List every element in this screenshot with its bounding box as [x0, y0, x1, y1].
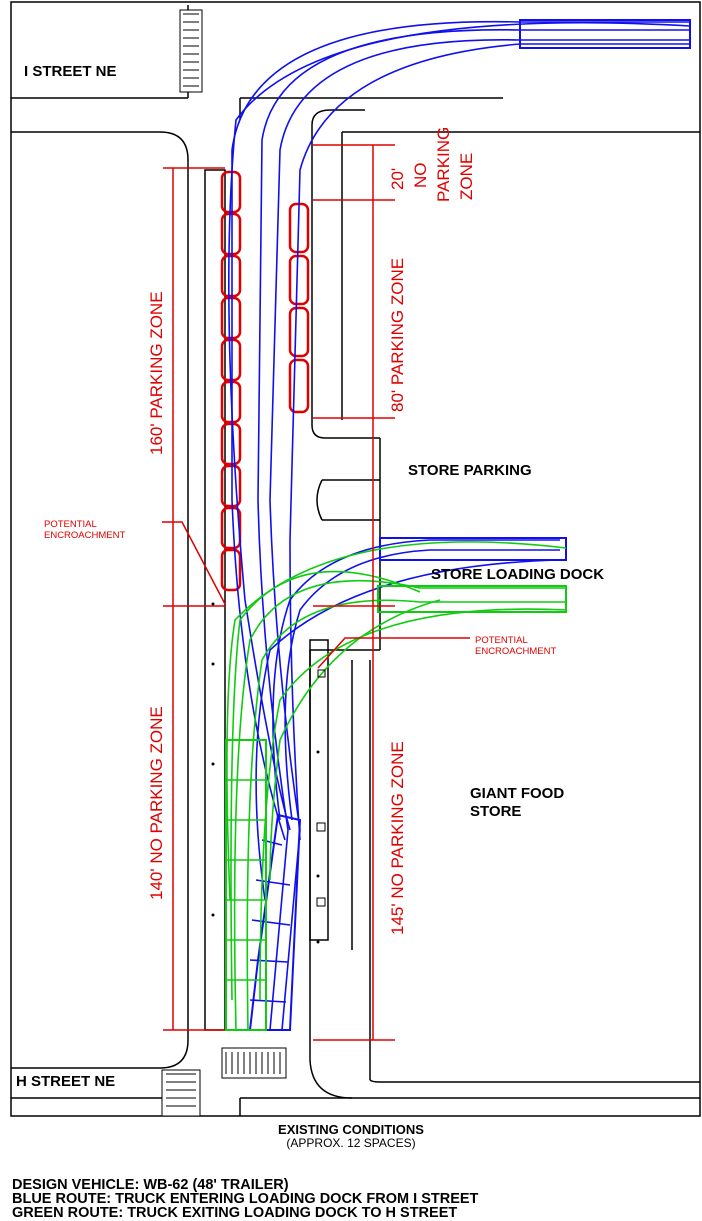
east-top-dimension-label-1: 20': [388, 168, 407, 190]
east-callout-line1: POTENTIAL: [475, 635, 528, 646]
east-lower-dimension-label: 145' NO PARKING ZONE: [388, 741, 407, 935]
street-label-south: H STREET NE: [16, 1073, 115, 1090]
east-callout-line2: ENCROACHMENT: [475, 646, 556, 657]
store-name-line1: GIANT FOOD: [470, 785, 564, 802]
west-callout-line2: ENCROACHMENT: [44, 530, 125, 541]
west-upper-dimension-label: 160' PARKING ZONE: [147, 291, 166, 455]
site-plan: I STREET NE H STREET NE STORE PARKING ST…: [10, 1, 701, 1117]
crosswalk-north: [179, 9, 203, 93]
east-middle-dimension-label: 80' PARKING ZONE: [388, 258, 407, 412]
note-blue-route: BLUE ROUTE: TRUCK ENTERING LOADING DOCK …: [12, 1191, 479, 1207]
design-notes: DESIGN VEHICLE: WB-62 (48' TRAILER) BLUE…: [12, 1177, 702, 1221]
caption-title: EXISTING CONDITIONS: [278, 1122, 424, 1137]
store-parking-label: STORE PARKING: [408, 462, 532, 479]
note-design-vehicle: DESIGN VEHICLE: WB-62 (48' TRAILER): [12, 1177, 289, 1193]
store-name-line2: STORE: [470, 803, 521, 820]
loading-dock-label: STORE LOADING DOCK: [431, 566, 604, 583]
dimension-lines: [162, 144, 470, 1041]
site-details: [211, 602, 326, 944]
caption-subtitle: (APPROX. 12 SPACES): [286, 1136, 416, 1150]
street-label-north: I STREET NE: [24, 63, 117, 80]
plan-frame: [10, 1, 701, 1117]
east-top-dimension-label-4: ZONE: [457, 153, 476, 200]
east-top-dimension-label-2: NO: [411, 163, 430, 189]
east-top-dimension-label-3: PARKING: [434, 127, 453, 202]
west-lower-dimension-label: 140' NO PARKING ZONE: [147, 706, 166, 900]
curb-lines: [11, 5, 700, 1116]
green-route: [225, 541, 567, 1031]
note-green-route: GREEN ROUTE: TRUCK EXITING LOADING DOCK …: [12, 1205, 458, 1221]
west-callout-line1: POTENTIAL: [44, 519, 97, 530]
crosswalk-south: [161, 1047, 287, 1117]
